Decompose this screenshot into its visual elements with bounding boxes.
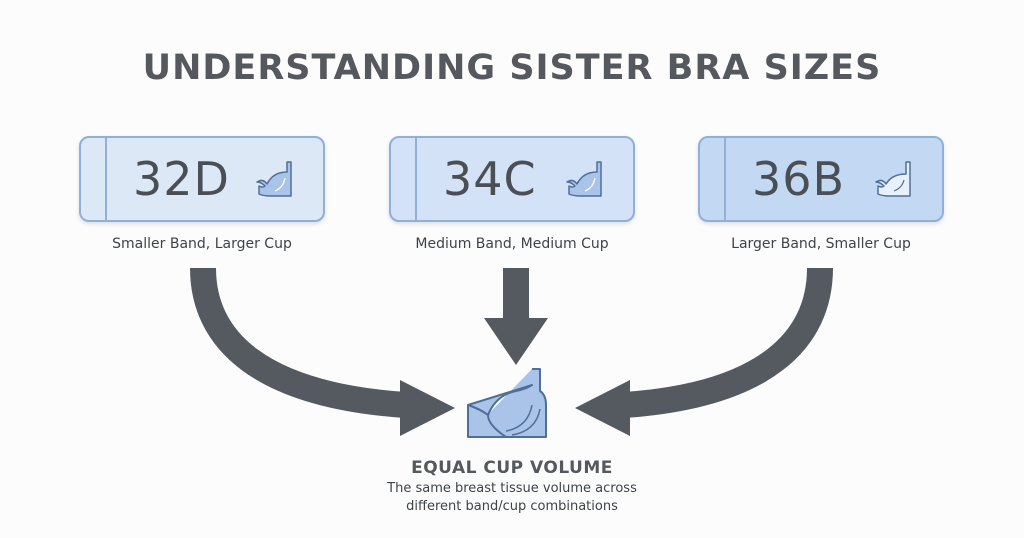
size-card-36b: 36B — [698, 136, 944, 222]
size-label: 36B — [752, 152, 846, 206]
size-caption-34c: Medium Band, Medium Cup — [415, 236, 609, 252]
bra-icon — [256, 161, 292, 197]
arrow-down-icon — [484, 268, 548, 365]
arrow-right-curved-icon — [575, 267, 833, 436]
size-card-32d: 32D — [79, 136, 325, 222]
result-title: EQUAL CUP VOLUME — [411, 458, 613, 478]
bra-icon — [566, 161, 602, 197]
result-description: The same breast tissue volume across dif… — [0, 480, 1024, 516]
size-caption-36b: Larger Band, Smaller Cup — [731, 236, 911, 252]
size-caption-32d: Smaller Band, Larger Cup — [112, 236, 292, 252]
size-label: 34C — [443, 152, 537, 206]
size-card-34c: 34C — [389, 136, 635, 222]
arrow-left-curved-icon — [190, 267, 455, 436]
card-band-strip — [724, 138, 726, 220]
bra-icon — [875, 161, 911, 197]
size-label: 32D — [133, 152, 230, 206]
bra-icon — [467, 368, 547, 438]
card-band-strip — [105, 138, 107, 220]
diagram-title: UNDERSTANDING SISTER BRA SIZES — [142, 48, 882, 88]
result-description-line1: The same breast tissue volume across — [387, 481, 637, 496]
card-band-strip — [415, 138, 417, 220]
result-description-line2: different band/cup combinations — [406, 499, 618, 514]
